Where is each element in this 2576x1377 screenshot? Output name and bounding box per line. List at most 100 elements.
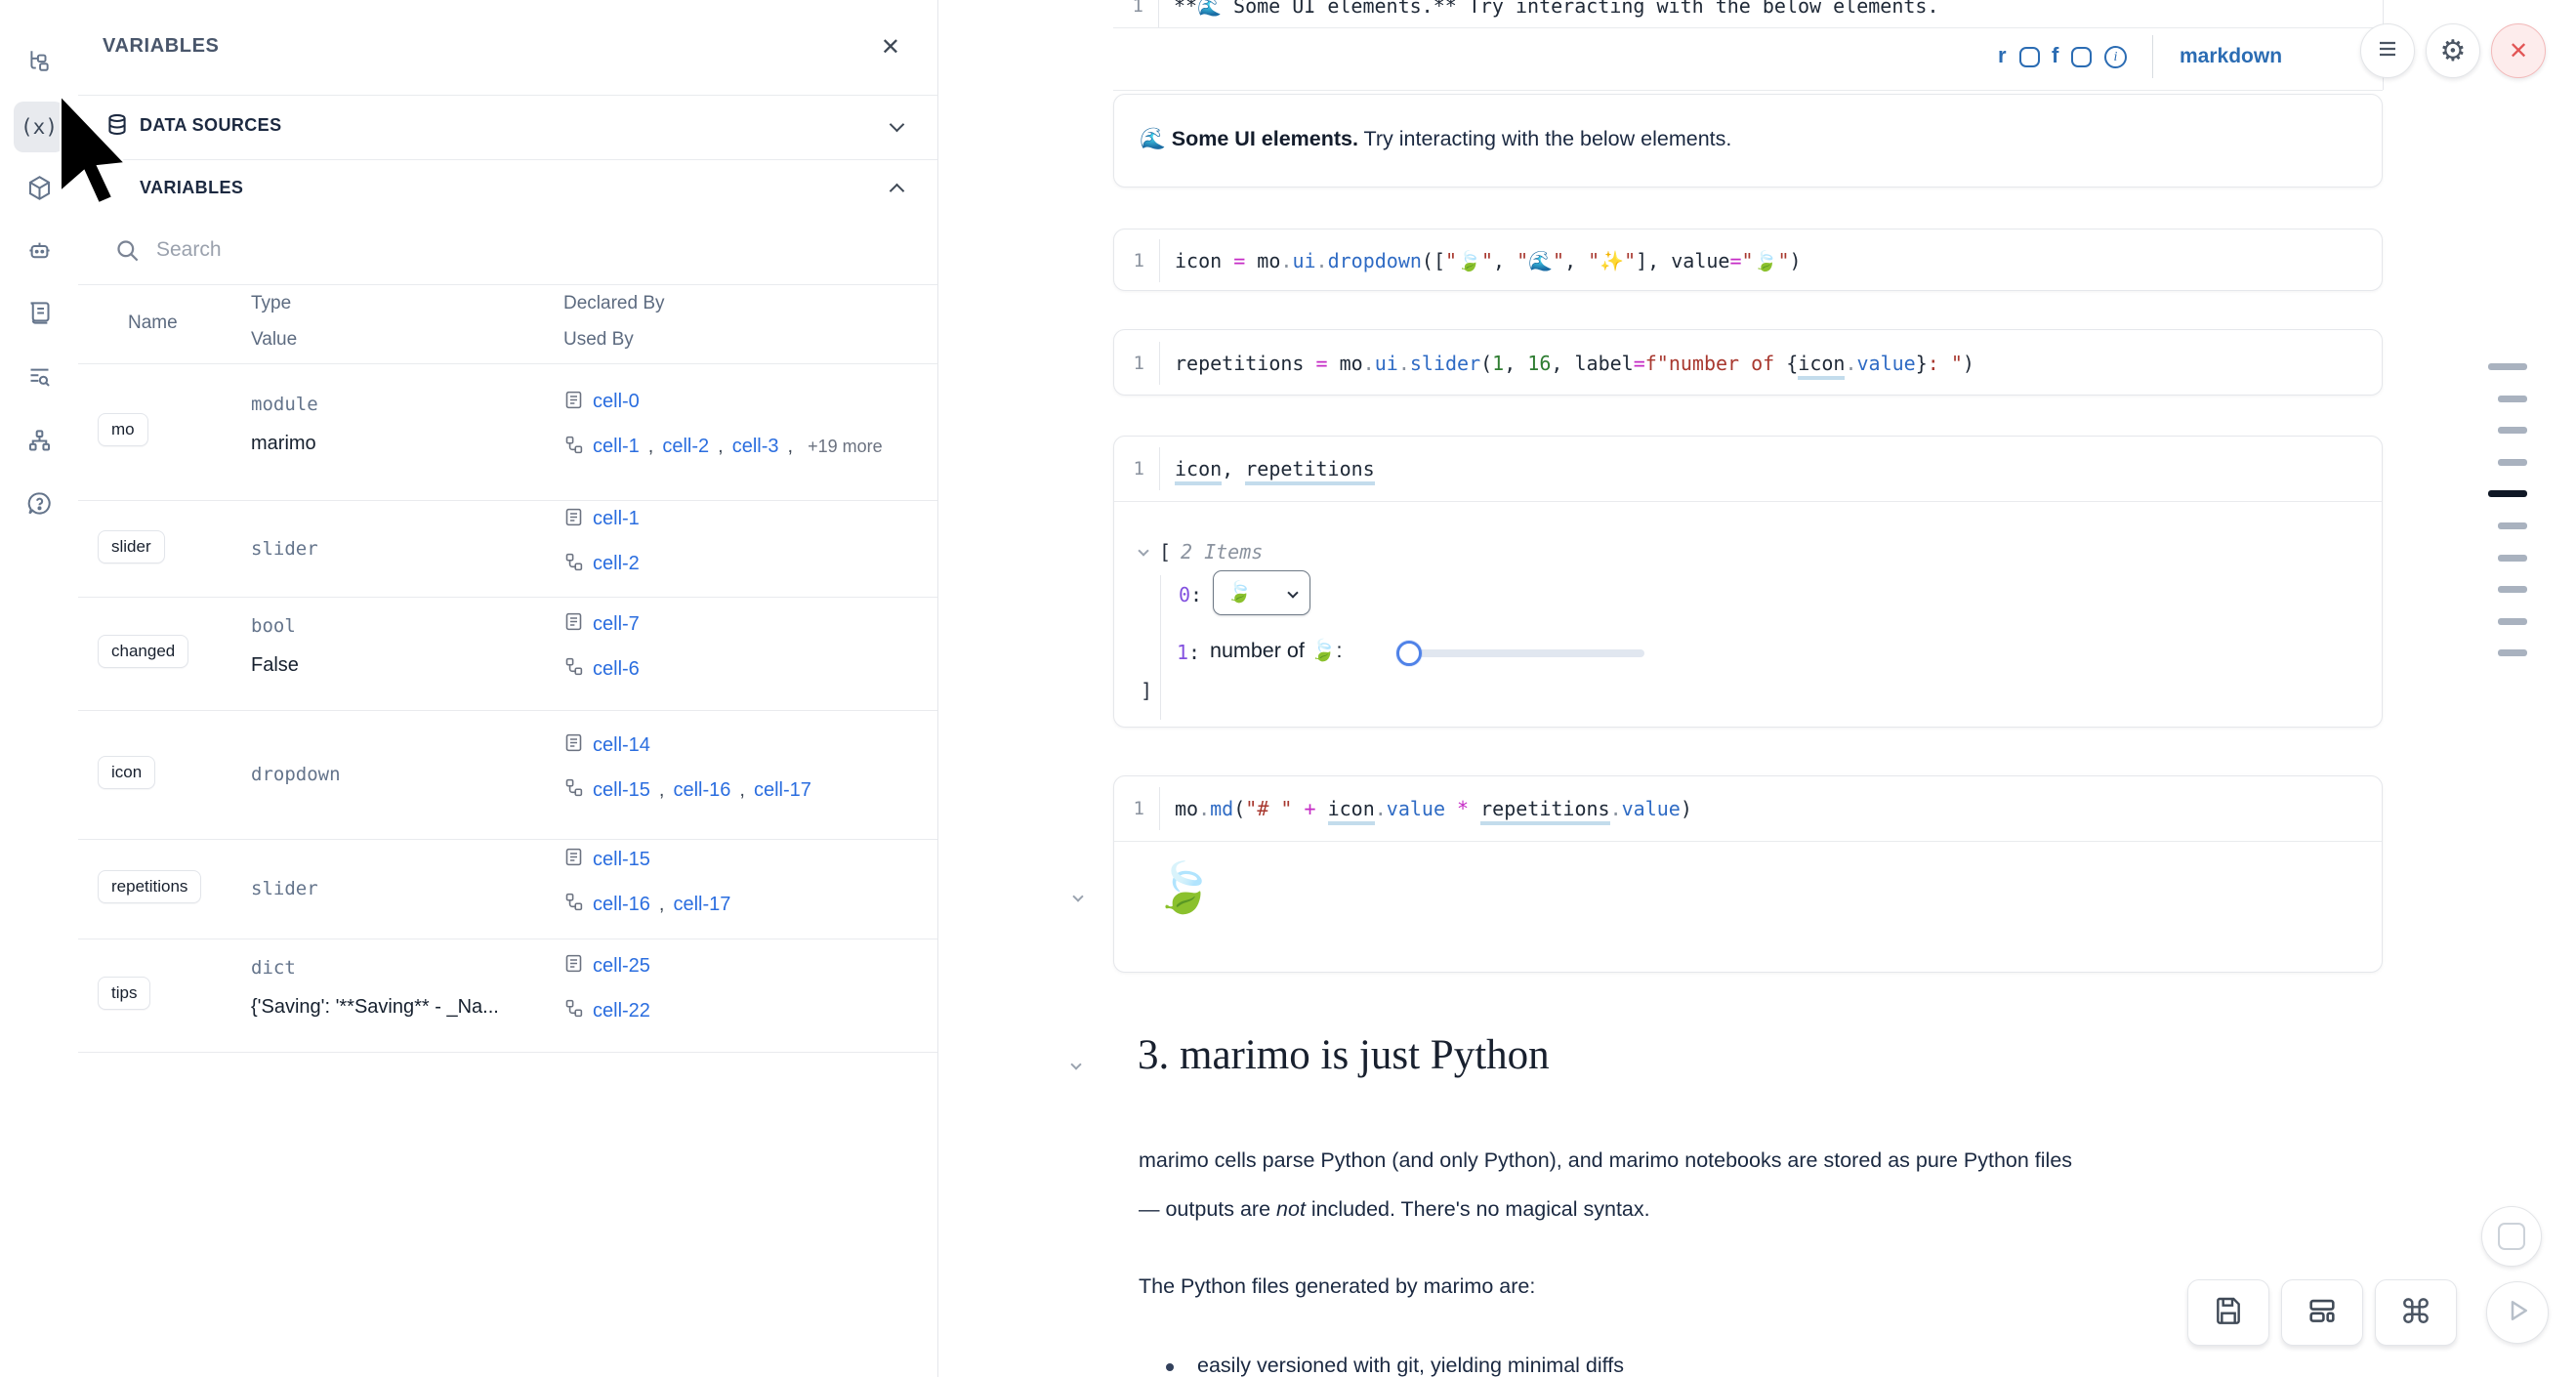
variables-panel: VARIABLES ✕ DATA SOURCES VARIABLES Searc <box>78 0 938 1377</box>
sidebar-item-variables[interactable]: (x) <box>14 102 64 152</box>
variable-name-badge: mo <box>98 412 148 446</box>
minimap-cell-marker[interactable] <box>2498 649 2527 657</box>
sidebar-item-ai-assistant[interactable] <box>14 228 64 278</box>
packages-icon <box>26 175 53 206</box>
cell-link[interactable]: cell-25 <box>593 954 650 977</box>
cell-link[interactable]: cell-0 <box>593 391 640 412</box>
cell-link[interactable]: cell-1 <box>593 508 640 529</box>
checkbox-icon[interactable] <box>2071 47 2092 67</box>
cell-link[interactable]: cell-6 <box>593 657 640 680</box>
used-by: cell-6 <box>563 656 640 682</box>
minimap-cell-marker[interactable] <box>2488 490 2527 498</box>
cell-link[interactable]: cell-3 <box>731 436 779 457</box>
cell-link[interactable]: cell-2 <box>593 553 640 574</box>
minimap-cell-marker[interactable] <box>2488 363 2527 370</box>
minimap-cell-marker[interactable] <box>2498 522 2527 529</box>
menu-button[interactable] <box>2360 23 2415 78</box>
markdown-editor-line[interactable]: 1 **🌊 Some UI elements.** Try interactin… <box>1113 0 1939 27</box>
slider-thumb[interactable] <box>1396 641 1422 666</box>
save-button[interactable] <box>2187 1279 2269 1346</box>
cell-link[interactable]: cell-14 <box>593 733 650 756</box>
col-used: Used By <box>563 329 634 350</box>
chevron-down-icon[interactable] <box>1138 545 1149 557</box>
toolbar-f-label[interactable]: f <box>2052 43 2059 67</box>
minimap-cell-marker[interactable] <box>2498 554 2527 562</box>
declared-by: cell-0 <box>563 390 640 415</box>
code-cell-tuple[interactable]: 1 icon, repetitions [ 2 Items 0: 🍃 1: nu… <box>1113 436 2383 728</box>
declared-by: cell-25 <box>563 953 650 979</box>
sidebar-item-outline-search[interactable] <box>14 355 64 405</box>
cell-link[interactable]: cell-2 <box>662 436 710 457</box>
code-line[interactable]: repetitions = mo.ui.slider(1, 16, label=… <box>1175 352 1974 380</box>
minimap-cell-marker[interactable] <box>2498 458 2527 466</box>
minimap-cell-marker[interactable] <box>2498 395 2527 402</box>
code-cell-dropdown[interactable]: 1 icon = mo.ui.dropdown(["🍃", "🌊", "✨"],… <box>1113 229 2383 291</box>
declared-by-icon <box>563 953 584 979</box>
dropdown-select[interactable]: 🍃 <box>1213 570 1310 615</box>
checkbox-icon[interactable] <box>2019 47 2040 67</box>
declared-by: cell-14 <box>563 732 650 758</box>
section-data-sources[interactable]: DATA SOURCES <box>78 95 937 159</box>
declared-by-icon <box>563 390 584 415</box>
variable-type: dict <box>251 957 296 979</box>
more-cells-label: +19 more <box>808 437 883 456</box>
slider-track[interactable] <box>1407 649 1644 657</box>
collapse-section-icon[interactable] <box>1070 1059 1082 1070</box>
used-by-icon <box>563 777 584 803</box>
variable-name-badge: tips <box>98 977 151 1010</box>
cell-link[interactable]: cell-1 <box>593 436 640 457</box>
minimap-cell-marker[interactable] <box>2498 617 2527 625</box>
info-icon[interactable]: i <box>2104 46 2127 68</box>
toolbar-r-label[interactable]: r <box>1998 43 2007 67</box>
language-label[interactable]: markdown <box>2180 45 2283 67</box>
search-input[interactable]: Search <box>78 220 937 284</box>
variable-type: slider <box>251 537 318 560</box>
code-cell-md[interactable]: 1 mo.md("# " + icon.value * repetitions.… <box>1113 775 2383 973</box>
sidebar-item-packages[interactable] <box>14 165 64 216</box>
sidebar-item-file-explorer[interactable] <box>14 37 64 88</box>
col-name: Name <box>128 313 178 333</box>
shutdown-button[interactable]: ✕ <box>2491 23 2546 78</box>
cell-link[interactable]: cell-15 <box>593 848 650 870</box>
paragraph: marimo cells parse Python (and only Pyth… <box>1139 1148 2073 1172</box>
layout-button[interactable] <box>2281 1279 2363 1346</box>
declared-by: cell-15 <box>563 847 650 872</box>
declared-by-icon <box>563 611 584 637</box>
used-by: cell-1,cell-2,cell-3,+19 more <box>563 435 883 460</box>
settings-button[interactable]: ⚙ <box>2426 23 2480 78</box>
variable-name-badge: slider <box>98 529 165 563</box>
minimap-cell-marker[interactable] <box>2498 586 2527 594</box>
wave-emoji: 🌊 <box>1140 127 1166 150</box>
cell-link[interactable]: cell-16 <box>593 893 650 915</box>
sidebar-item-help[interactable] <box>14 480 64 531</box>
cell-link[interactable]: cell-17 <box>753 778 811 801</box>
tree-index-1: 1: <box>1177 641 1201 664</box>
cell-link[interactable]: cell-7 <box>593 612 640 635</box>
cell-link[interactable]: cell-22 <box>593 999 650 1022</box>
cell-link[interactable]: cell-15 <box>593 778 650 801</box>
chevron-down-icon <box>889 116 905 133</box>
minimap-cell-marker[interactable] <box>2498 427 2527 435</box>
sidebar-item-dependencies[interactable] <box>14 418 64 469</box>
sidebar-item-logs[interactable] <box>14 290 64 341</box>
code-line[interactable]: icon, repetitions <box>1175 457 1375 485</box>
tree-guide <box>1160 575 1161 720</box>
scroll-lock-button[interactable] <box>2481 1206 2542 1267</box>
variable-name-badge: icon <box>98 756 156 789</box>
paragraph: The Python files generated by marimo are… <box>1139 1274 1536 1298</box>
variable-type: bool <box>251 615 296 637</box>
collapse-output-icon[interactable] <box>1072 891 1084 902</box>
code-cell-slider[interactable]: 1 repetitions = mo.ui.slider(1, 16, labe… <box>1113 329 2383 396</box>
shortcuts-button[interactable]: ⌘ <box>2375 1279 2457 1346</box>
used-by-icon <box>563 892 584 917</box>
search-icon <box>114 237 141 269</box>
section-label: VARIABLES <box>140 178 244 197</box>
code-line[interactable]: icon = mo.ui.dropdown(["🍃", "🌊", "✨"], v… <box>1175 249 1802 272</box>
code-line[interactable]: mo.md("# " + icon.value * repetitions.va… <box>1175 797 1692 825</box>
cell-link[interactable]: cell-16 <box>673 778 731 801</box>
close-icon[interactable]: ✕ <box>880 34 900 61</box>
section-variables[interactable]: VARIABLES <box>78 159 937 220</box>
cell-link[interactable]: cell-17 <box>673 893 731 915</box>
run-button[interactable] <box>2486 1281 2549 1344</box>
